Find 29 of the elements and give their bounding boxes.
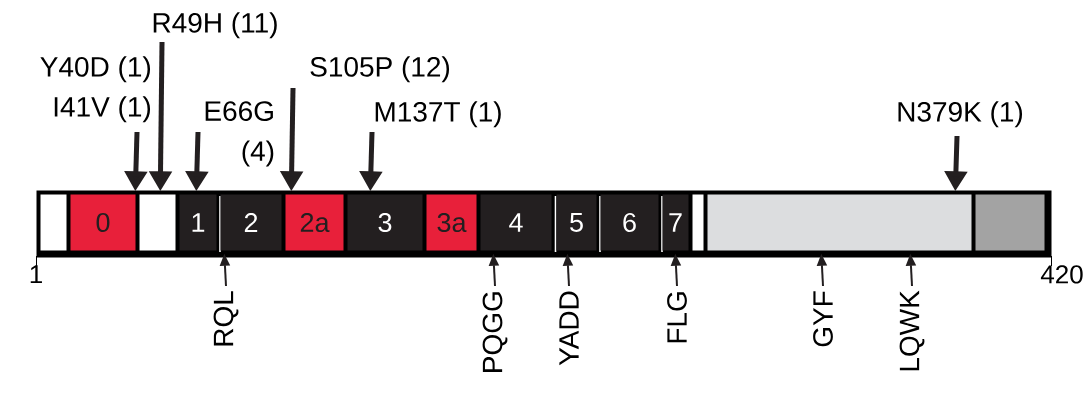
domain-box: 3a (426, 194, 477, 251)
motif-label: GYF (813, 291, 833, 347)
motif-label: LQWK (899, 290, 925, 371)
domain-box (692, 194, 704, 251)
mutation-label: Y40D (1) I41V (1) (40, 56, 151, 123)
domain-box (139, 194, 176, 251)
domain-box: 6 (600, 194, 659, 251)
mutation-label: R49H (11) (153, 12, 277, 39)
domain-box: 5 (556, 194, 597, 251)
mutation-label: M137T (1) (375, 101, 501, 128)
motif-label: PQGG (482, 292, 508, 372)
mutation-label: N379K (1) (898, 101, 1023, 128)
tick-label: 1 (30, 265, 42, 284)
domain-box (975, 194, 1045, 251)
domain-box: 2 (220, 194, 282, 251)
motif-label: FLG (667, 292, 687, 343)
domain-box: 3 (347, 194, 423, 251)
motif-label: RQL (213, 291, 239, 346)
domain-box (707, 194, 972, 251)
motif-label: YADD (559, 291, 579, 366)
domain-box: 4 (480, 194, 552, 251)
domain-box: 2a (285, 194, 344, 251)
mutation-label: E66G (4) (205, 101, 274, 167)
domain-box: 7 (662, 194, 689, 251)
mutation-label: S105P (12) (310, 56, 450, 83)
domain-box (40, 194, 67, 251)
domain-box: 0 (70, 194, 136, 251)
tick-label: 420 (1040, 265, 1083, 284)
domain-box: 1 (179, 194, 217, 251)
